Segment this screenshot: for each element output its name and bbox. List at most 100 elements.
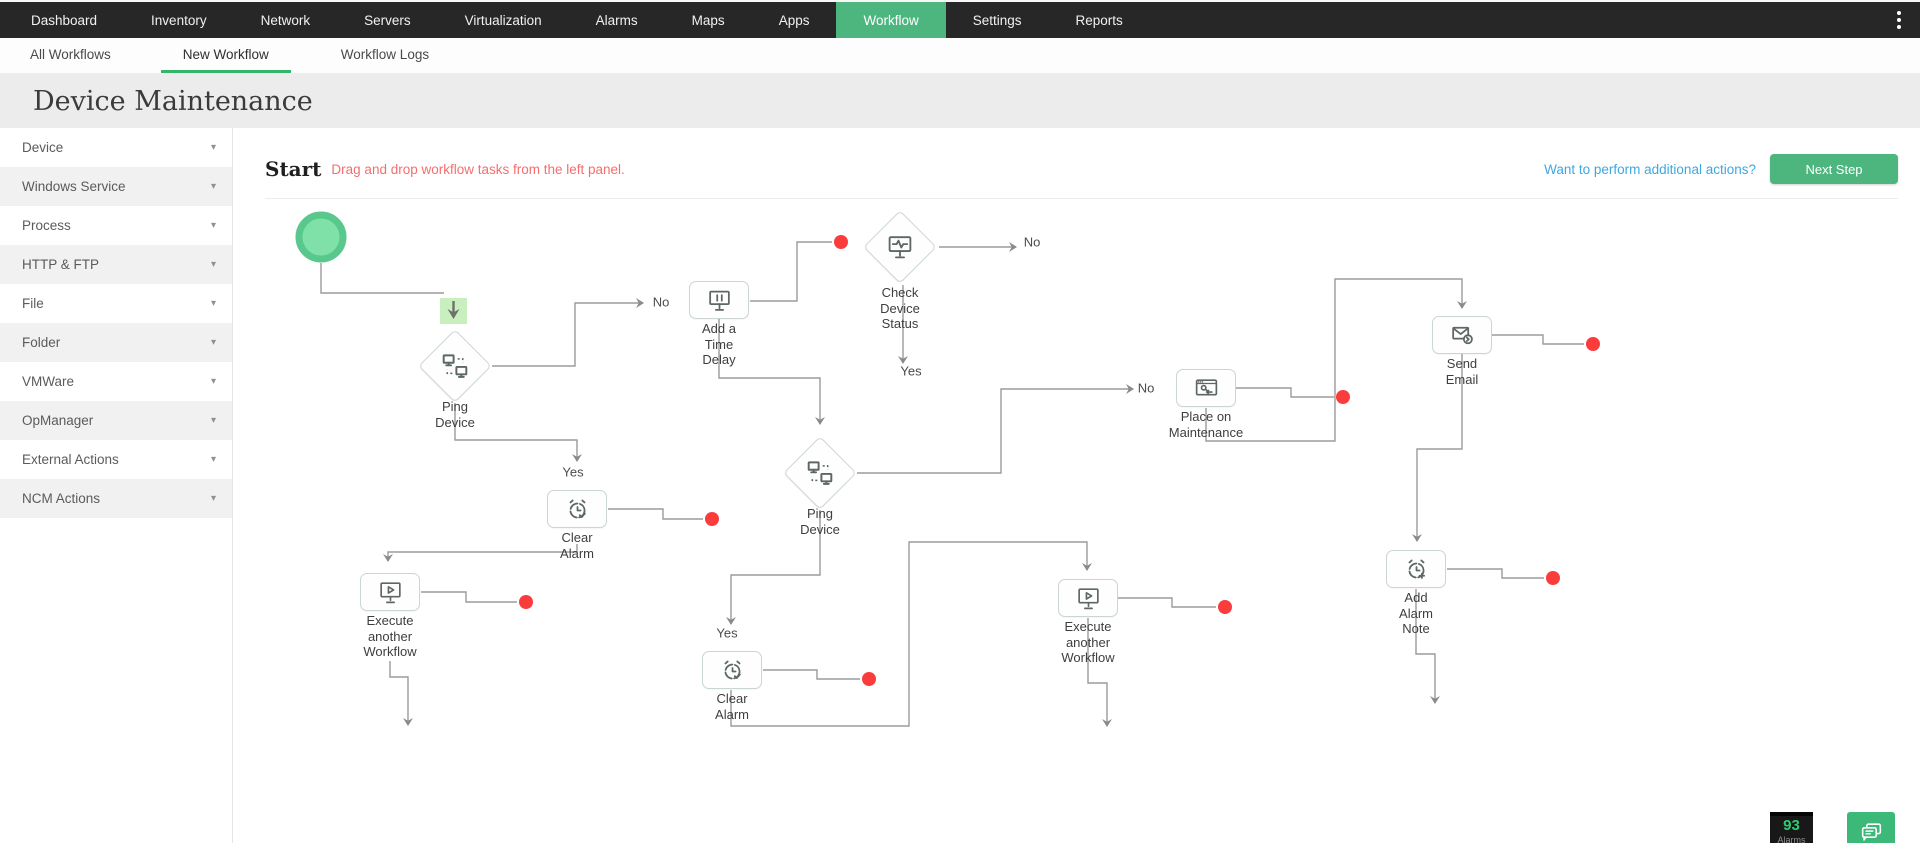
workflow-node-clear-alarm-1[interactable] [547, 490, 607, 528]
sidebar-item-label: NCM Actions [22, 491, 101, 506]
page-title: Device Maintenance [33, 85, 313, 117]
chevron-down-icon: ▾ [210, 142, 216, 153]
node-label-send-email: Send Email [1445, 356, 1479, 387]
execute-icon [379, 581, 401, 603]
email-icon [1451, 326, 1473, 344]
alarms-count-badge[interactable]: 93 Alarms [1770, 812, 1813, 843]
alarm-note-icon [1408, 559, 1425, 579]
clear-alarm-icon [569, 499, 586, 518]
node-label-execute-workflow-1: Execute another Workflow [363, 613, 417, 659]
node-label-clear-alarm-1: Clear Alarm [560, 530, 594, 561]
sidebar-item-folder[interactable]: Folder▾ [0, 323, 232, 362]
status-icon [888, 236, 912, 259]
sidebar-item-label: VMWare [22, 374, 75, 389]
chevron-down-icon: ▾ [210, 220, 216, 231]
nav-item-servers[interactable]: Servers [364, 12, 411, 28]
chevron-down-icon: ▾ [210, 454, 216, 465]
sidebar-item-vmware[interactable]: VMWare▾ [0, 362, 232, 401]
nav-item-alarms[interactable]: Alarms [595, 12, 638, 28]
main-area: Device▾Windows Service▾Process▾HTTP & FT… [0, 128, 1920, 843]
task-shape [1176, 369, 1236, 407]
nav-item-dashboard[interactable]: Dashboard [31, 12, 98, 28]
node-label-execute-workflow-2: Execute another Workflow [1061, 619, 1115, 665]
top-nav: Dashboard Inventory Network Servers Virtuali… [0, 0, 1920, 38]
title-bar: Device Maintenance [0, 74, 1920, 128]
tab-all-workflows[interactable]: All Workflows [30, 46, 111, 62]
nav-item-inventory[interactable]: Inventory [151, 12, 207, 28]
next-step-button[interactable]: Next Step [1770, 154, 1898, 184]
canvas-hint: Drag and drop workflow tasks from the le… [331, 161, 625, 177]
kebab-dot [1897, 25, 1901, 29]
workflow-node-ping-device-2[interactable] [783, 436, 857, 510]
nav-items: Dashboard Inventory Network Servers Virtuali… [0, 2, 1150, 38]
task-shape [1386, 550, 1446, 588]
ping-icon [442, 354, 468, 378]
sidebar-item-process[interactable]: Process ▾ [0, 206, 232, 245]
tab-workflow-logs[interactable]: Workflow Logs [340, 46, 430, 62]
workflow-node-clear-alarm-2[interactable] [702, 651, 762, 689]
node-label-place-maintenance: Place on Maintenance [1168, 409, 1244, 440]
sidebar-item-opmanager[interactable]: OpManager ▾ [0, 401, 232, 440]
decision-shape [783, 436, 857, 510]
nav-item-reports[interactable]: Reports [1075, 12, 1123, 28]
sidebar-item-external-actions[interactable]: External Actions ▾ [0, 440, 232, 479]
sidebar-item-label: Device [22, 140, 64, 155]
nav-item-apps[interactable]: Apps [778, 12, 810, 28]
workflow-node-check-device-status[interactable] [863, 210, 937, 284]
workflow-canvas[interactable]: Start Drag and drop workflow tasks from … [233, 128, 1920, 843]
chevron-down-icon: ▾ [210, 415, 216, 426]
sidebar-item-label: Folder [22, 335, 61, 350]
sidebar-item-label: External Actions [22, 452, 119, 467]
node-label-clear-alarm-2: Clear Alarm [715, 691, 749, 722]
node-label-check-device-status: Check Device Status [880, 285, 920, 331]
sidebar-item-label: OpManager [22, 413, 94, 428]
alarm-count: 93 [1783, 817, 1800, 834]
additional-actions-link[interactable]: Want to perform additional actions? [1544, 161, 1756, 177]
chat-widget-button[interactable] [1847, 812, 1895, 843]
workflow-tabs: All Workflows New Workflow Workflow Logs [0, 38, 1920, 74]
kebab-menu-icon[interactable] [1888, 2, 1910, 38]
sidebar-item-label: HTTP & FTP [22, 257, 100, 272]
workflow-node-execute-workflow-1[interactable] [360, 573, 420, 611]
edge-label-no-2: No [1021, 234, 1043, 250]
chevron-down-icon: ▾ [210, 298, 216, 309]
edge-label-yes-1: Yes [560, 464, 586, 480]
nav-item-network[interactable]: Network [260, 12, 311, 28]
chevron-down-icon: ▾ [210, 259, 216, 270]
node-label-add-time-delay: Add a Time Delay [702, 321, 736, 367]
task-shape [1432, 316, 1492, 354]
node-label-ping-device-1: Ping Device [435, 399, 475, 430]
task-shape [360, 573, 420, 611]
chevron-down-icon: ▾ [210, 181, 216, 192]
sidebar-item-label: Process [22, 218, 71, 233]
clear-alarm-icon [724, 660, 741, 679]
nav-item-maps[interactable]: Maps [691, 12, 725, 28]
workflow-node-execute-workflow-2[interactable] [1058, 579, 1118, 617]
nav-item-workflow[interactable]: Workflow [836, 2, 946, 38]
kebab-dot [1897, 18, 1901, 22]
sidebar-item-label: File [22, 296, 44, 311]
task-shape [1058, 579, 1118, 617]
canvas-header: Start Drag and drop workflow tasks from … [265, 154, 1898, 199]
nav-item-settings[interactable]: Settings [972, 12, 1022, 28]
workflow-node-send-email[interactable] [1432, 316, 1492, 354]
sidebar-item-http-ftp[interactable]: HTTP & FTP ▾ [0, 245, 232, 284]
node-label-add-alarm-note: Add Alarm Note [1399, 590, 1433, 636]
tab-new-workflow[interactable]: New Workflow [160, 38, 291, 73]
sidebar-item-device[interactable]: Device ▾ [0, 128, 232, 167]
edge-label-no-4: No [1135, 380, 1157, 396]
edge-label-yes-3: Yes [898, 363, 924, 379]
sidebar-item-ncm-actions[interactable]: NCM Actions▾ [0, 479, 232, 518]
sidebar-item-windows-service[interactable]: Windows Service▾ [0, 167, 232, 206]
workflow-node-place-maintenance[interactable] [1176, 369, 1236, 407]
workflow-node-ping-device-1[interactable] [418, 329, 492, 403]
sidebar-item-file[interactable]: File ▾ [0, 284, 232, 323]
edge-label-no-0: No [650, 294, 672, 310]
decision-shape [418, 329, 492, 403]
task-shape [702, 651, 762, 689]
workflow-node-add-alarm-note[interactable] [1386, 550, 1446, 588]
nav-item-virtualization[interactable]: Virtualization [464, 12, 542, 28]
workflow-node-add-time-delay[interactable] [689, 281, 749, 319]
chat-icon [1861, 822, 1881, 841]
alarm-caption: Alarms [1777, 835, 1806, 843]
